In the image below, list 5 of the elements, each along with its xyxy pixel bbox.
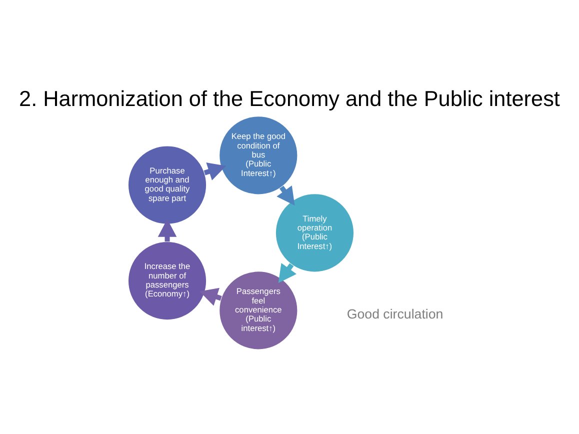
node-circle: Purchase enough and good quality spare part (128, 144, 207, 224)
node-circle: Increase the number of passengers (Economy↑) (128, 240, 207, 320)
node-circle: Passengers feel convenience (Public interest↑) (218, 270, 298, 350)
diagram-title: 2. Harmonization of the Economy and the Public interest (19, 86, 560, 111)
label: Good circulation (346, 306, 444, 322)
